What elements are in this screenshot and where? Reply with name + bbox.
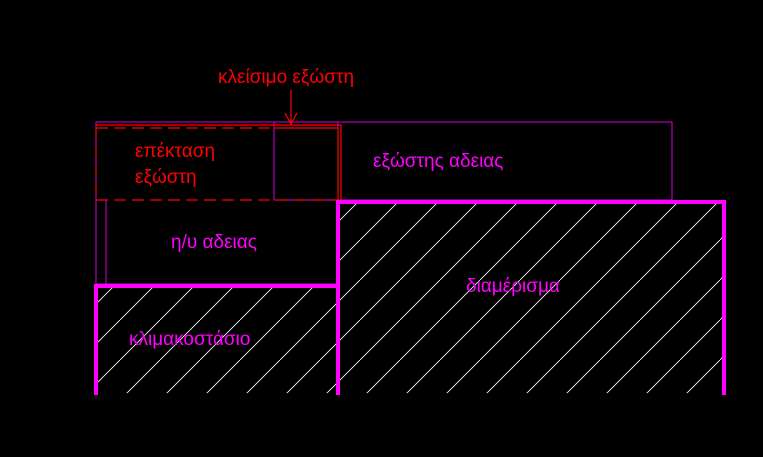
thick-walls	[94, 200, 726, 395]
stairwell-walls	[94, 284, 340, 395]
stairwell-label: κλιμακοστάσιο	[129, 329, 250, 350]
stairwell-hatch	[96, 286, 337, 393]
apartment-walls	[336, 200, 726, 395]
closure-arrow-head	[284, 112, 298, 126]
apartment-hatch	[339, 202, 724, 393]
balcony-closure-label: κλείσιμο εξώστη	[218, 67, 354, 88]
balcony-extension-label-line2: εξώστη	[135, 167, 197, 188]
balcony-extension-label-line1: επέκταση	[135, 141, 215, 162]
balcony-extension	[95, 90, 342, 201]
balcony-closure-outline	[96, 124, 342, 200]
permitted-balcony-label: εξώστης αδειας	[373, 151, 503, 172]
apartment-label: διαμέρισμα	[466, 276, 560, 297]
permitted-ev-outline	[95, 121, 339, 285]
permitted-ev-label: η/υ αδειας	[171, 232, 257, 253]
